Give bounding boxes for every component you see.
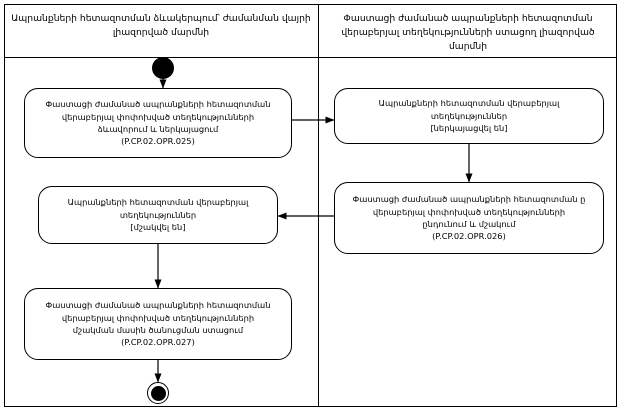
object-node-submitted-info[interactable]: Ապրանքների հետազոտման վերաբերյալ տեղեկու… bbox=[334, 88, 604, 144]
object-node-processed-info[interactable]: Ապրանքների հետազոտման վերաբերյալ տեղեկու… bbox=[38, 186, 278, 244]
action-node-opr-027[interactable]: Փաստացի ժամանած ապրանքների հետազոտման վե… bbox=[24, 288, 292, 360]
swimlane-title-left: Ապրանքների հետազոտման ձևակերպում՝ ժամանմ… bbox=[11, 13, 311, 38]
action-node-opr-026[interactable]: Փաստացի ժամանած ապրանքների հետազոտման ը … bbox=[334, 182, 604, 254]
initial-node bbox=[152, 57, 174, 79]
swimlane-title-right: Փաստացի ժամանած ապրանքների հետազոտման վե… bbox=[341, 13, 595, 52]
swimlane-vertical-divider bbox=[318, 4, 319, 407]
final-node-center bbox=[150, 385, 166, 401]
swimlane-right-header-divider bbox=[319, 57, 617, 58]
diagram-frame bbox=[4, 4, 617, 407]
action-node-opr-025[interactable]: Փաստացի ժամանած ապրանքների հետազոտման վե… bbox=[24, 88, 292, 158]
